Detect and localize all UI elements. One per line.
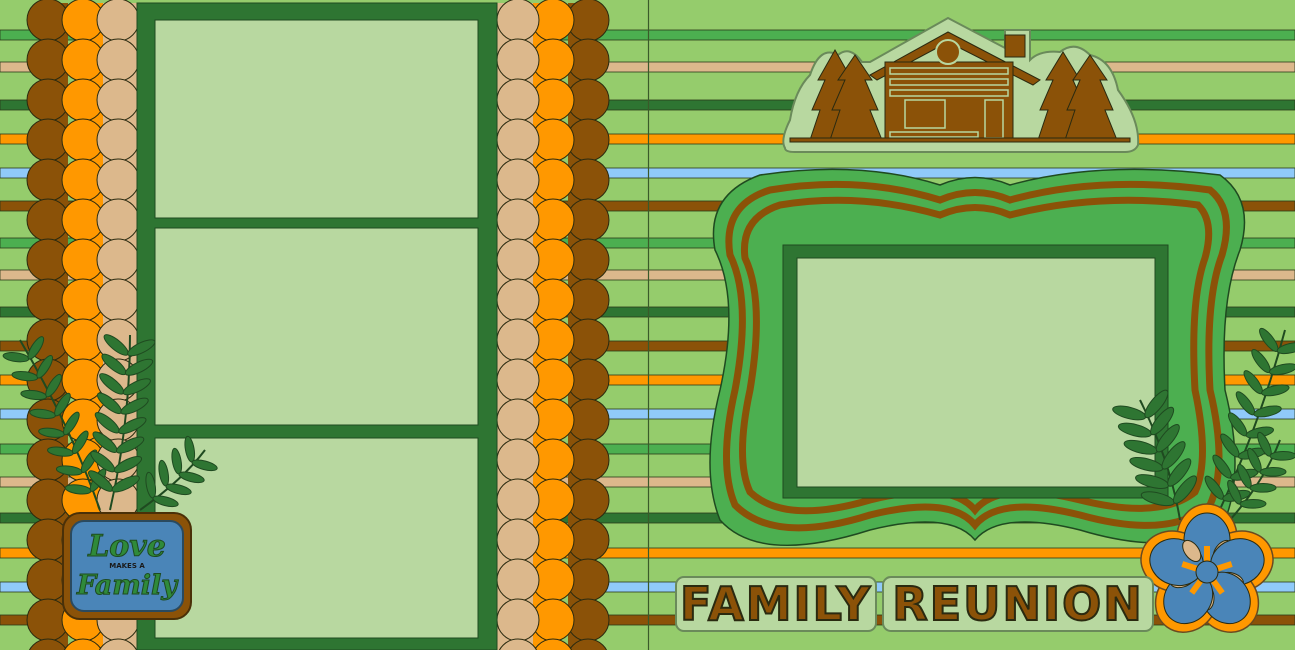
photo-slot-2[interactable] <box>154 227 479 426</box>
photo-slot-main[interactable] <box>796 257 1156 488</box>
stripe <box>0 547 1295 559</box>
stripe <box>0 61 1295 73</box>
stripe <box>0 269 1295 281</box>
title-word-reunion: REUNION <box>882 576 1154 632</box>
stripe <box>0 614 1295 626</box>
stripe <box>0 99 1295 111</box>
stripe <box>0 476 1295 488</box>
stripe <box>0 306 1295 318</box>
stripe <box>0 200 1295 212</box>
stripe <box>0 374 1295 386</box>
photo-slot-3[interactable] <box>154 437 479 639</box>
stripe <box>0 340 1295 352</box>
log-cabin-icon <box>782 16 1140 153</box>
photo-slot-1[interactable] <box>154 19 479 219</box>
love-makes-a-family-badge: Love MAKES A Family <box>62 512 192 620</box>
flower-icon <box>1140 503 1274 633</box>
badge-line-love: Love <box>88 528 167 564</box>
ornate-photo-frame <box>709 168 1246 547</box>
title-word-family: FAMILY <box>675 576 877 632</box>
fern-leaves-icon <box>1112 327 1295 521</box>
stripe <box>0 237 1295 249</box>
stripe <box>0 133 1295 145</box>
stripe <box>0 408 1295 420</box>
stripe <box>0 443 1295 455</box>
stripe <box>0 581 1295 593</box>
stripe <box>0 29 1295 41</box>
stripe <box>0 167 1295 179</box>
stripe <box>0 512 1295 524</box>
stripes <box>0 29 1295 626</box>
badge-line-makes-a: MAKES A <box>109 561 145 570</box>
fern-leaves-icon <box>2 334 218 511</box>
badge-line-family: Family <box>77 569 178 601</box>
